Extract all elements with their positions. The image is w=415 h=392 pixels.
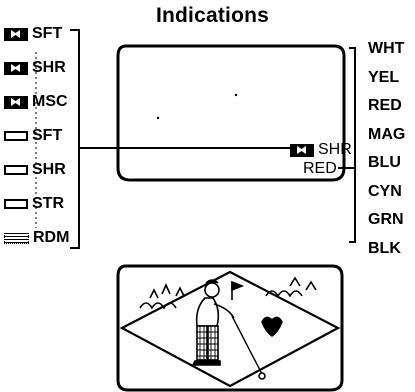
screen-indicator-mode: SHR [318,141,352,159]
color-option: MAG [368,126,405,144]
outline-rect-icon [4,131,28,141]
mode-bracket [70,30,79,248]
screen-indicator-color: RED [303,160,337,178]
color-option: CYN [368,183,402,201]
outline-rect-icon [4,199,28,209]
hatched-rect-icon [4,233,29,244]
mode-item: SHR [4,58,66,78]
screen-dot [157,117,159,119]
color-option: BLU [368,154,401,172]
mode-label: RDM [33,229,69,247]
mode-label: MSC [32,93,68,111]
golf-illustration [122,272,338,386]
screen-indicator: SHR [290,141,352,159]
wipe-indicator-icon [290,144,314,157]
screen-dot [235,94,237,96]
color-option: GRN [368,211,404,229]
mode-label: SFT [32,25,62,43]
mode-item: STR [4,194,64,214]
mode-label: STR [32,195,64,213]
color-option: WHT [368,40,404,58]
mode-item: SFT [4,24,62,44]
filled-wipe-icon [4,96,28,109]
color-option: BLK [368,240,401,258]
color-option: RED [368,97,402,115]
outline-rect-icon [4,165,28,175]
mode-label: SHR [32,59,66,77]
mode-item: RDM [4,228,69,248]
mode-label: SFT [32,127,62,145]
color-option: YEL [368,69,399,87]
filled-wipe-icon [4,28,28,41]
filled-wipe-icon [4,62,28,75]
mode-item: SHR [4,160,66,180]
mode-label: SHR [32,161,66,179]
mode-item: MSC [4,92,68,112]
screen-frame-lower [118,266,342,390]
mode-item: SFT [4,126,62,146]
